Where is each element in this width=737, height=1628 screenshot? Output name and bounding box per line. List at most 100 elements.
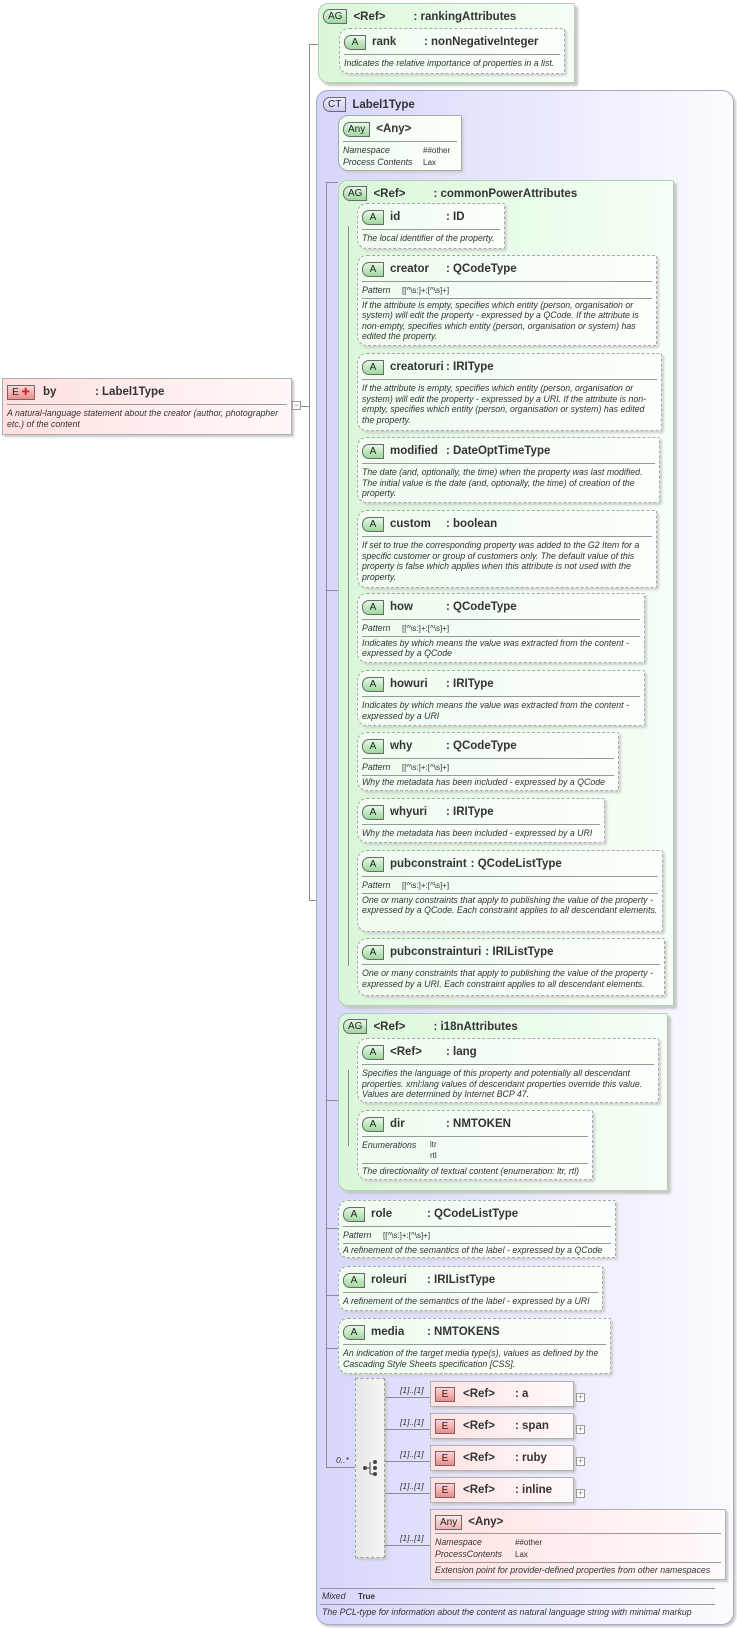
attribute-description: If the attribute is empty, specifies whi… (362, 299, 639, 342)
attribute-description: If set to true the corresponding propert… (362, 540, 640, 582)
connector-any2 (385, 1545, 430, 1546)
connector-inline (385, 1493, 430, 1494)
element-ref-span[interactable]: E <Ref> : span (430, 1413, 574, 1439)
attribute-type: : QCodeListType (470, 858, 562, 870)
attribute-type: : NMTOKEN (446, 1118, 511, 1130)
attribute-description: Specifies the language of this property … (362, 1068, 643, 1099)
attribute-name: role (371, 1208, 393, 1220)
attribute-type: : QCodeType (446, 263, 517, 275)
attribute-rank[interactable]: A rank : nonNegativeInteger Indicates th… (339, 28, 565, 74)
pattern-label: Pattern (362, 880, 391, 890)
root-element-by[interactable]: E ✚ by : Label1Type A natural-language s… (2, 378, 292, 435)
element-ref-a[interactable]: E <Ref> : a (430, 1381, 574, 1407)
namespace-label: Namespace (435, 1537, 482, 1547)
attribute-type: : boolean (446, 518, 498, 530)
attribute-name: creatoruri (390, 361, 444, 373)
cardinality: [1]..[1] (400, 1449, 424, 1459)
expand-icon[interactable]: + (576, 1392, 585, 1402)
ref-label: <Ref> (373, 1020, 406, 1033)
pattern-label: Pattern (362, 623, 391, 633)
attribute-type: : NMTOKENS (427, 1326, 500, 1338)
cardinality: [1]..[1] (400, 1417, 424, 1427)
attribute-name: roleuri (371, 1274, 407, 1286)
element-name: : span (515, 1420, 549, 1432)
element-icon: E (435, 1482, 455, 1498)
ref-label: <Ref> (353, 10, 386, 23)
attribute-icon: A (362, 209, 384, 225)
attribute-name: custom (390, 518, 431, 530)
attribute-description: An indication of the target media type(s… (343, 1348, 599, 1369)
i18n-connector (348, 1070, 349, 1146)
connector-rank (309, 44, 323, 45)
collapse-toggle[interactable]: − (292, 400, 301, 410)
attribute-type: : IRIType (446, 361, 494, 373)
attribute-icon: A (362, 676, 384, 692)
attribute-description: The date (and, optionally, the time) whe… (362, 467, 643, 498)
complex-type-icon: CT (323, 97, 347, 112)
attribute-description: Indicates by which means the value was e… (362, 637, 629, 659)
attribute-name: rank (372, 36, 397, 48)
connector-a (385, 1397, 430, 1398)
element-ref-inline[interactable]: E <Ref> : inline (430, 1477, 574, 1503)
process-contents-label: Process Contents (343, 156, 413, 167)
attribute-type: : IRIType (446, 806, 494, 818)
attribute-description: The local identifier of the property. (362, 233, 495, 243)
connector-any (326, 182, 338, 183)
pattern-value: [[^\s:]+:[^\s]+] (383, 1231, 431, 1240)
connector-i18n (326, 1100, 338, 1101)
connector-root-h (300, 406, 310, 407)
expand-icon[interactable]: + (576, 1456, 585, 1466)
any-wildcard[interactable]: Any <Any> Namespace##other Process Conte… (338, 115, 462, 171)
enum-value: ltr (430, 1140, 437, 1149)
attribute-icon: A (362, 599, 384, 615)
choice-compositor[interactable] (355, 1378, 385, 1558)
expand-icon[interactable]: + (576, 1488, 585, 1498)
attribute-description: A refinement of the semantics of the lab… (343, 1296, 590, 1306)
attribute-group-icon: AG (323, 9, 348, 24)
expand-icon[interactable]: + (576, 1424, 585, 1434)
process-contents-value: Lax (423, 157, 436, 167)
attribute-description: One or many constraints that apply to pu… (362, 968, 653, 989)
attribute-icon: A (343, 1272, 365, 1288)
element-icon: E (435, 1418, 455, 1434)
attribute-type: : lang (446, 1046, 477, 1058)
attribute-name: modified (390, 445, 438, 457)
cardinality: [1]..[1] (400, 1533, 424, 1543)
attribute-lang[interactable]: A<Ref>: lang Specifies the language of t… (357, 1038, 659, 1103)
element-ref-ruby[interactable]: E <Ref> : ruby (430, 1445, 574, 1471)
pattern-label: Pattern (362, 285, 391, 295)
connector-root-v (309, 44, 310, 901)
any-name: <Any> (468, 1516, 504, 1528)
choice-icon (363, 1460, 377, 1476)
attribute-name: whyuri (390, 806, 428, 818)
attribute-icon: A (362, 804, 384, 820)
element-name: : ruby (515, 1452, 547, 1464)
mixed-value: True (358, 1592, 375, 1601)
mixed-label: Mixed (322, 1591, 346, 1601)
element-expanded-icon: E ✚ (7, 384, 35, 400)
element-type: : Label1Type (95, 386, 165, 398)
connector-common (326, 590, 338, 591)
attribute-name: pubconstraint (390, 858, 467, 870)
attribute-type: : QCodeType (446, 601, 517, 613)
pattern-label: Pattern (343, 1230, 372, 1240)
connector-media (326, 1348, 338, 1349)
attribute-name: <Ref> (390, 1046, 422, 1058)
cardinality: [1]..[1] (400, 1481, 424, 1491)
any-extension-point[interactable]: Any <Any> Namespace##other ProcessConten… (430, 1509, 726, 1580)
